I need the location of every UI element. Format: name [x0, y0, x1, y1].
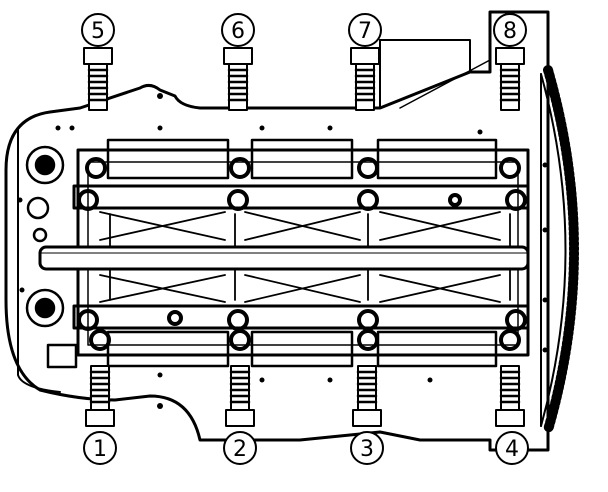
callout-3-label: 3 [360, 437, 374, 462]
callout-3: 3 [350, 431, 384, 465]
callout-6-label: 6 [231, 19, 245, 44]
crankshaft-bar [38, 245, 530, 271]
callout-4-label: 4 [505, 437, 519, 462]
left-oil-ports [25, 145, 78, 369]
callout-5-label: 5 [91, 19, 105, 44]
callout-5: 5 [81, 13, 115, 47]
callout-8-label: 8 [503, 19, 517, 44]
callout-7: 7 [348, 13, 382, 47]
frame-bolt-holes [77, 157, 527, 351]
callout-4: 4 [495, 431, 529, 465]
bottom-bolts [85, 365, 525, 427]
callout-8: 8 [493, 13, 527, 47]
callout-1-label: 1 [93, 437, 107, 462]
callout-2-label: 2 [233, 437, 247, 462]
flywheel-ring-gear [540, 65, 579, 435]
callout-6: 6 [221, 13, 255, 47]
callout-7-label: 7 [358, 19, 372, 44]
bearing-cap-blocks [106, 138, 498, 368]
top-bolts [83, 47, 525, 111]
housing-outline [4, 10, 550, 452]
callout-1: 1 [83, 431, 117, 465]
housing-rivets [17, 93, 548, 409]
callout-2: 2 [223, 431, 257, 465]
ladder-frame-rails [72, 184, 530, 330]
